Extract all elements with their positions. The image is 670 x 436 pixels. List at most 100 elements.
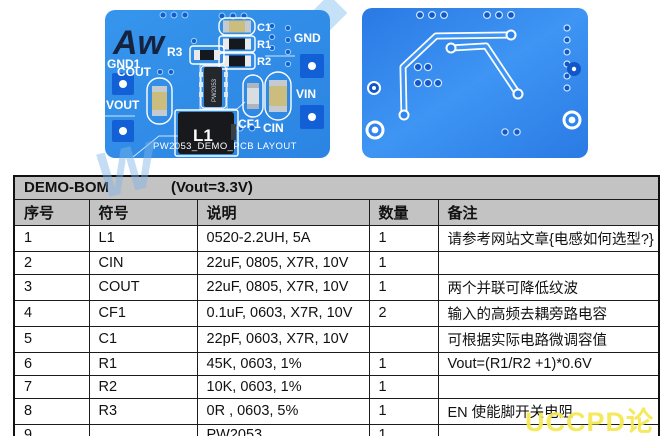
r1-resistor: R1 [218,35,271,53]
cell-desc: PW2053 [196,423,370,436]
svg-text:VIN: VIN [296,87,316,101]
cell-desc: 0.1uF, 0603, X7R, 10V [196,299,370,327]
cell-symbol: R2 [88,374,198,399]
table-row: 5 C1 22pF, 0603, X7R, 10V 可根据实际电路微调容值 [13,325,660,353]
cf1-capacitor: CF1 [238,74,264,131]
pcb-photo-top-side: Aw C1 R1 [105,10,330,158]
table-row: 9 PW2053 1 [13,423,660,436]
cell-symbol: CF1 [88,299,198,327]
svg-text:PW2053: PW2053 [212,78,218,102]
cin-capacitor: CIN [263,71,292,135]
cell-qty [368,325,439,353]
svg-text:L1: L1 [193,126,213,145]
cell-remark [437,250,660,275]
cell-remark: 输入的高频去耦旁路电容 [437,299,660,327]
cell-symbol: COUT [88,273,198,301]
cell-no: 8 [13,397,90,425]
table-row: 4 CF1 0.1uF, 0603, X7R, 10V 2 输入的高频去耦旁路电… [13,299,660,327]
r2-resistor: R2 [218,52,271,70]
r3-resistor: R3 [167,45,225,65]
cell-desc: 0R , 0603, 5% [196,397,370,425]
cell-desc: 45K, 0603, 1% [196,351,370,376]
cell-qty: 1 [368,423,439,436]
mounting-holes [365,62,582,140]
svg-text:R1: R1 [257,39,271,51]
cell-qty: 2 [368,299,439,327]
vout-pad: VOUT [106,98,140,142]
cell-remark: 两个并联可降低纹波 [437,273,660,301]
c1-capacitor: C1 [218,17,271,36]
cell-desc: 0520-2.2UH, 5A [196,224,370,252]
bom-table: DEMO-BOM (Vout=3.3V) 序号 符号 说明 数量 备注 1 L1 … [13,175,660,436]
cell-qty: 1 [368,374,439,399]
cout-capacitor: COUT [117,65,173,125]
vin-pad: VIN [296,87,324,129]
bom-header-row: 序号 符号 说明 数量 备注 [13,198,660,226]
svg-text:GND1: GND1 [107,57,141,71]
table-row: 6 R1 45K, 0603, 1% 1 Vout=(R1/R2 +1)*0.6… [13,351,660,376]
bom-title-cell: DEMO-BOM (Vout=3.3V) [13,175,660,200]
svg-text:GND: GND [294,31,321,45]
svg-text:R3: R3 [167,45,183,59]
cell-no: 3 [13,273,90,301]
cell-desc: 22uF, 0805, X7R, 10V [196,250,370,275]
cell-qty: 1 [368,397,439,425]
cell-remark [437,423,660,436]
cell-no: 5 [13,325,90,353]
pcb-board [362,8,588,158]
cell-symbol: R1 [88,351,198,376]
cell-remark: Vout=(R1/R2 +1)*0.6V [437,351,660,376]
table-row: 8 R3 0R , 0603, 5% 1 EN 使能脚开关电阻 [13,397,660,425]
svg-text:CIN: CIN [263,121,284,135]
col-header-remark: 备注 [437,198,660,226]
pcb-top-svg: Aw C1 R1 [105,10,330,158]
cell-symbol: L1 [88,224,198,252]
cell-symbol: R3 [88,397,198,425]
pcb-bottom-svg [362,8,588,158]
via-dots-right [156,22,292,132]
bom-title-row: DEMO-BOM (Vout=3.3V) [13,175,660,200]
pw2053-ic: PW2053 [199,65,228,109]
svg-text:C1: C1 [257,22,271,34]
l1-inductor: L1 [174,109,239,157]
col-header-desc: 说明 [196,198,370,226]
cell-desc: 22uF, 0805, X7R, 10V [196,273,370,301]
cell-no: 6 [13,351,90,376]
table-row: 3 COUT 22uF, 0805, X7R, 10V 1 两个并联可降低纹波 [13,273,660,301]
cell-desc: 10K, 0603, 1% [196,374,370,399]
cell-desc: 22pF, 0603, X7R, 10V [196,325,370,353]
table-row: 1 L1 0520-2.2UH, 5A 1 请参考网站文章{电感如何选型?} [13,224,660,252]
cell-no: 1 [13,224,90,252]
col-header-qty: 数量 [368,198,439,226]
bom-title: DEMO-BOM [24,179,109,197]
cell-remark: 可根据实际电路微调容值 [437,325,660,353]
pcb-traces [398,29,524,121]
cell-remark: 请参考网站文章{电感如何选型?} [437,224,660,252]
svg-text:CF1: CF1 [238,117,261,131]
svg-text:R2: R2 [257,56,271,68]
bom-vout: (Vout=3.3V) [171,179,253,197]
cell-no: 7 [13,374,90,399]
cell-no: 9 [13,423,90,436]
cell-symbol [88,423,198,436]
cell-qty: 1 [368,224,439,252]
pcb-caption: PW2053_DEMO_PCB LAYOUT [153,141,297,152]
gnd-pad: GND [294,31,324,78]
cell-qty: 1 [368,250,439,275]
brand-logo: Aw [112,24,167,62]
pcb-photo-bottom-side [362,8,588,158]
gnd1-pad: GND1 [107,57,141,95]
svg-text:COUT: COUT [117,65,152,79]
cell-remark [437,374,660,399]
svg-text:VOUT: VOUT [106,98,140,112]
cell-symbol: CIN [88,250,198,275]
cell-no: 4 [13,299,90,327]
cell-qty: 1 [368,273,439,301]
col-header-symbol: 符号 [88,198,198,226]
col-header-no: 序号 [13,198,90,226]
cell-remark: EN 使能脚开关电阻 [437,397,660,425]
cell-symbol: C1 [88,325,198,353]
table-row: 2 CIN 22uF, 0805, X7R, 10V 1 [13,250,660,275]
table-row: 7 R2 10K, 0603, 1% 1 [13,374,660,399]
